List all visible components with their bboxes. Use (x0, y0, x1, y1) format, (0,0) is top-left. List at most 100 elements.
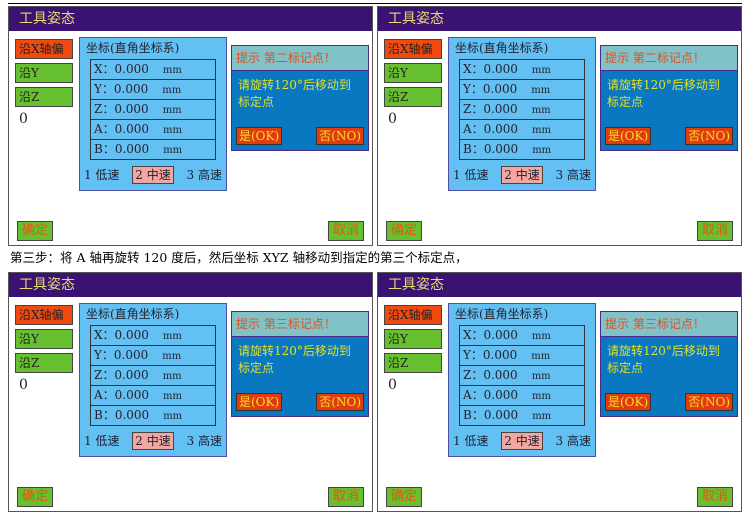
axis-button-y[interactable]: 沿Y (384, 329, 442, 349)
coordinate-unit: mm (163, 125, 182, 136)
speed-option-3[interactable]: 3 高速 (186, 434, 222, 448)
coordinate-panel-title: 坐标(直角坐标系) (455, 41, 549, 55)
speed-option-1[interactable]: 1 低速 (84, 168, 120, 182)
coordinate-unit: mm (531, 105, 551, 116)
screen-title: 工具姿态 (378, 273, 741, 297)
dialog-message: 请旋转120°后移动到标定点 (238, 78, 351, 109)
coordinate-value: X：0.000 (463, 328, 518, 342)
axis-button-y[interactable]: 沿Y (15, 329, 73, 349)
axis-button-y[interactable]: 沿Y (15, 63, 73, 83)
dialog-body: 请旋转120°后移动到标定点是(OK) 否(NO) (232, 71, 368, 150)
coordinate-value: X：0.000 (94, 328, 149, 342)
coordinate-row: Y：0.000 mm (460, 346, 584, 366)
cancel-button[interactable]: 取消 (328, 221, 364, 241)
speed-option-3[interactable]: 3 高速 (186, 168, 222, 182)
dialog-title: 提示 第二标记点！ (232, 46, 368, 71)
coordinate-panel-title: 坐标(直角坐标系) (86, 41, 180, 55)
coordinate-value: A：0.000 (94, 122, 150, 136)
coordinate-value: Y：0.000 (463, 348, 518, 362)
no-button[interactable]: 否(NO) (685, 127, 733, 145)
axis-button-x[interactable]: 沿X轴偏 (384, 305, 442, 325)
coordinate-unit: mm (531, 331, 551, 342)
speed-option-2[interactable]: 2 中速 (132, 432, 174, 450)
coordinate-unit: mm (531, 351, 551, 362)
speed-option-2[interactable]: 2 中速 (501, 432, 543, 450)
coordinate-row: X：0.000 mm (460, 326, 584, 346)
coordinate-value: A：0.000 (94, 388, 150, 402)
coordinate-unit: mm (162, 85, 182, 96)
axis-button-x[interactable]: 沿X轴偏 (15, 39, 73, 59)
speed-option-1[interactable]: 1 低速 (453, 434, 489, 448)
coordinate-value: B：0.000 (94, 408, 150, 422)
dialog-message: 请旋转120°后移动到标定点 (607, 78, 720, 109)
speed-option-2[interactable]: 2 中速 (132, 166, 174, 184)
page-divider (8, 3, 742, 4)
screen-title: 工具姿态 (9, 7, 372, 31)
confirm-button[interactable]: 确定 (386, 221, 422, 241)
speed-option-3[interactable]: 3 高速 (555, 434, 591, 448)
coordinate-value: X：0.000 (463, 62, 518, 76)
ok-button[interactable]: 是(OK) (605, 127, 652, 145)
speed-option-3[interactable]: 3 高速 (555, 168, 591, 182)
coordinate-panel-title: 坐标(直角坐标系) (455, 307, 549, 321)
screen-title: 工具姿态 (378, 7, 741, 31)
axis-button-z[interactable]: 沿Z (15, 353, 73, 373)
speed-option-1[interactable]: 1 低速 (84, 434, 120, 448)
coordinate-row: B：0.000 mm (460, 406, 584, 425)
axis-button-z[interactable]: 沿Z (384, 353, 442, 373)
ok-button[interactable]: 是(OK) (236, 393, 283, 411)
coordinate-value: Z：0.000 (463, 368, 518, 382)
axis-button-x[interactable]: 沿X轴偏 (15, 305, 73, 325)
coordinate-value: X：0.000 (94, 62, 149, 76)
axis-button-x[interactable]: 沿X轴偏 (384, 39, 442, 59)
prompt-dialog: 提示 第二标记点！ 请旋转120°后移动到标定点是(OK) 否(NO) (231, 45, 369, 151)
coordinate-value: B：0.000 (463, 408, 519, 422)
coordinate-unit: mm (532, 145, 552, 156)
no-button[interactable]: 否(NO) (316, 393, 364, 411)
coordinate-value: Y：0.000 (94, 348, 149, 362)
coordinate-unit: mm (532, 411, 552, 422)
coordinate-panel-title: 坐标(直角坐标系) (86, 307, 180, 321)
cancel-button[interactable]: 取消 (697, 487, 733, 507)
confirm-button[interactable]: 确定 (17, 221, 53, 241)
coordinate-value: Z：0.000 (463, 102, 518, 116)
confirm-button[interactable]: 确定 (386, 487, 422, 507)
coordinate-value: B：0.000 (94, 142, 150, 156)
axis-button-z[interactable]: 沿Z (15, 87, 73, 107)
coordinate-unit: mm (163, 411, 183, 422)
coordinate-value: Y：0.000 (463, 82, 518, 96)
coordinate-value: A：0.000 (463, 388, 519, 402)
axis-button-z[interactable]: 沿Z (384, 87, 442, 107)
coordinate-row: A：0.000 mm (91, 120, 215, 140)
cancel-button[interactable]: 取消 (697, 221, 733, 241)
speed-option-2[interactable]: 2 中速 (501, 166, 543, 184)
speed-option-1[interactable]: 1 低速 (453, 168, 489, 182)
confirm-button[interactable]: 确定 (17, 487, 53, 507)
axis-button-y[interactable]: 沿Y (384, 63, 442, 83)
value-readout: 0 (19, 377, 28, 393)
speed-options: 1 低速 2 中速 3 高速 (453, 166, 591, 184)
step-instruction: 第三步：将 A 轴再旋转 120 度后，然后坐标 XYZ 轴移动到指定的第三个标… (10, 250, 468, 265)
coordinate-row: B：0.000 mm (91, 406, 215, 425)
coordinate-unit: mm (163, 145, 183, 156)
cancel-button[interactable]: 取消 (328, 487, 364, 507)
ok-button[interactable]: 是(OK) (605, 393, 652, 411)
no-button[interactable]: 否(NO) (685, 393, 733, 411)
ok-button[interactable]: 是(OK) (236, 127, 283, 145)
speed-options: 1 低速 2 中速 3 高速 (84, 432, 222, 450)
no-button[interactable]: 否(NO) (316, 127, 364, 145)
